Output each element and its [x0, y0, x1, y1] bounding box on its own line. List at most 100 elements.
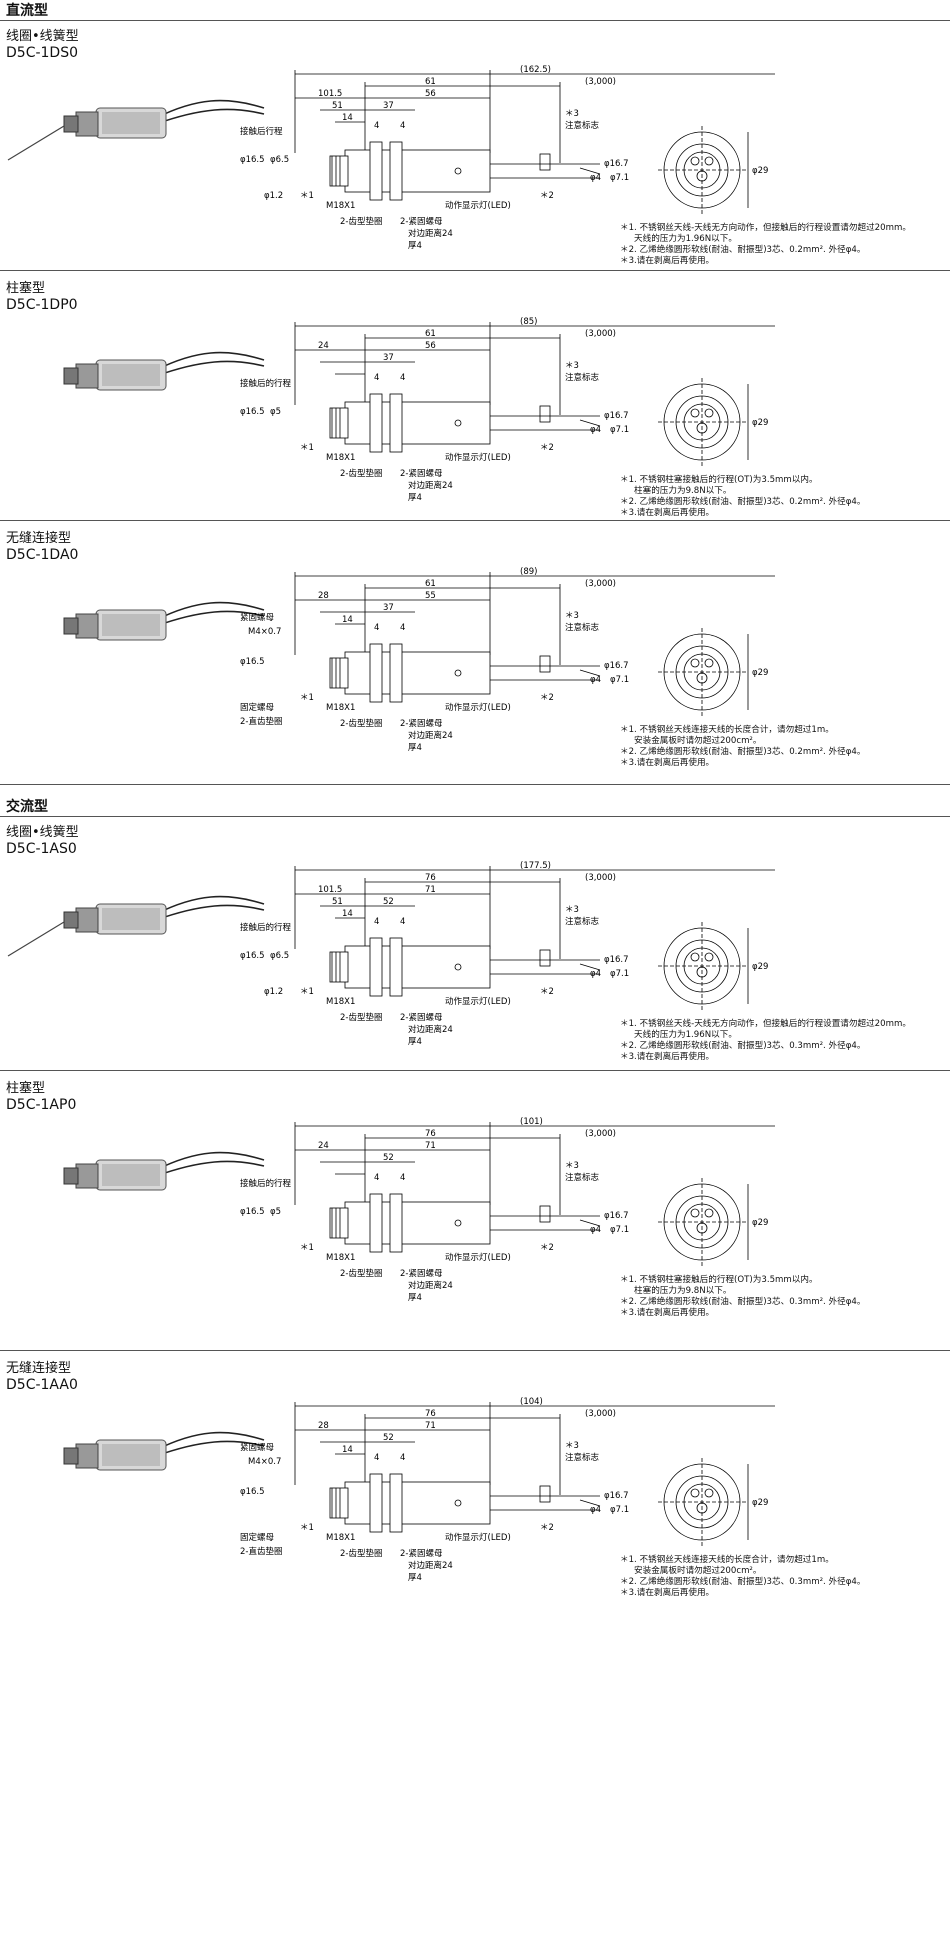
- dim-d4a: 4: [374, 373, 379, 383]
- dim-star3: ＊3: [565, 1161, 579, 1171]
- dim-phi4: φ4: [590, 675, 601, 685]
- dim-overall: (162.5): [520, 65, 551, 75]
- dim-body: 61: [425, 579, 436, 589]
- dim-d37: 52: [383, 897, 394, 907]
- label-thread: M18X1: [326, 997, 355, 1007]
- dim-d4b: 4: [400, 623, 405, 633]
- dim-cable: (3,000): [585, 1129, 616, 1139]
- dim-phi5: φ5: [270, 1207, 281, 1217]
- dim-left: 24: [318, 341, 329, 351]
- note-line: 柱塞的压力为9.8N以下。: [634, 486, 732, 496]
- label-gear-washer: 2-齿型垫圈: [340, 718, 382, 729]
- label-after-contact: 接触后的行程: [240, 378, 292, 389]
- note-line: 天线的压力为1.96N以下。: [634, 1030, 737, 1040]
- dim-overall: (177.5): [520, 861, 551, 871]
- dim-star2: ＊2: [540, 1523, 554, 1533]
- notes-block: ＊1. 不锈钢柱塞接触后的行程(OT)为3.5mm以内。柱塞的压力为9.8N以下…: [620, 1275, 950, 1319]
- dim-phi165: φ16.5: [240, 1207, 265, 1217]
- product-type-name: 柱塞型: [6, 1081, 46, 1096]
- section-heading: 直流型: [6, 3, 48, 19]
- dim-d4b: 4: [400, 917, 405, 927]
- dim-star1: ＊1: [300, 1523, 314, 1533]
- dim-d56: 71: [425, 1421, 436, 1431]
- dim-d4a: 4: [374, 121, 379, 131]
- dim-phi29: φ29: [752, 962, 768, 972]
- product-divider: [0, 520, 950, 521]
- dim-phi165: φ16.5: [240, 951, 265, 961]
- dim-phi29: φ29: [752, 1218, 768, 1228]
- note-line: ＊3.请在剥离后再使用。: [620, 1052, 715, 1062]
- dim-star2: ＊2: [540, 693, 554, 703]
- product-divider: [0, 784, 950, 785]
- dim-body: 61: [425, 77, 436, 87]
- product-title: 柱塞型 D5C-1AP0: [6, 1080, 76, 1114]
- dim-phi5: φ5: [270, 407, 281, 417]
- dim-phi165: φ16.5: [240, 657, 265, 667]
- dim-d37: 37: [383, 353, 394, 363]
- dim-phi29: φ29: [752, 418, 768, 428]
- dimension-drawing: (89) 61 (3,000) 28 55 37 14 4 4 φ16.5 M4…: [240, 567, 775, 753]
- dim-phi167: φ16.7: [604, 1491, 629, 1501]
- dim-star2: ＊2: [540, 1243, 554, 1253]
- dim-d14: 14: [342, 113, 353, 123]
- dim-d56: 56: [425, 89, 436, 99]
- section-rule: [0, 20, 950, 21]
- label-straight-washer: 2-直齿垫圈: [240, 716, 282, 727]
- dim-phi29: φ29: [752, 668, 768, 678]
- dim-star3: ＊3: [565, 1441, 579, 1451]
- dim-d4b: 4: [400, 1173, 405, 1183]
- dim-cable: (3,000): [585, 579, 616, 589]
- notes-block: ＊1. 不锈钢丝天线-天线无方向动作，但接触后的行程设置请勿超过20mm。天线的…: [620, 223, 950, 267]
- dim-phi4: φ4: [590, 969, 601, 979]
- notes-block: ＊1. 不锈钢丝天线连接天线的长度合计，请勿超过1m。安装金属板时请勿超过200…: [620, 1555, 950, 1599]
- label-top-nut: 紧固螺母: [240, 612, 274, 623]
- dim-phi4: φ4: [590, 173, 601, 183]
- dim-d14: 14: [342, 909, 353, 919]
- note-line: ＊2. 乙烯绝缘圆形软线(耐油、耐振型)3芯、0.3mm². 外径φ4。: [620, 1041, 866, 1051]
- dim-star2: ＊2: [540, 191, 554, 201]
- note-line: ＊1. 不锈钢丝天线-天线无方向动作，但接触后的行程设置请勿超过20mm。: [620, 223, 911, 233]
- dim-d4a: 4: [374, 1453, 379, 1463]
- dim-star2: ＊2: [540, 443, 554, 453]
- label-across-flats: 对边距离24: [408, 730, 453, 741]
- note-line: ＊3.请在剥离后再使用。: [620, 256, 715, 266]
- dim-m4: M4×0.7: [248, 627, 281, 637]
- product-title: 线圈•线簧型 D5C-1AS0: [6, 824, 79, 858]
- dim-d14: 14: [342, 615, 353, 625]
- dim-phi12: φ1.2: [264, 987, 283, 997]
- dim-star3: ＊3: [565, 109, 579, 119]
- dim-body: 76: [425, 873, 436, 883]
- product-photo: [63, 601, 265, 641]
- label-across-flats: 对边距离24: [408, 1280, 453, 1291]
- label-caution: 注意标志: [565, 1452, 600, 1463]
- dim-phi165: φ16.5: [240, 155, 265, 165]
- notes-block: ＊1. 不锈钢丝天线-天线无方向动作，但接触后的行程设置请勿超过20mm。天线的…: [620, 1019, 950, 1063]
- label-led: 动作显示灯(LED): [445, 702, 511, 713]
- label-led: 动作显示灯(LED): [445, 200, 511, 211]
- product-type-name: 无缝连接型: [6, 531, 72, 546]
- label-lock-nut: 2-紧固螺母: [400, 468, 442, 479]
- label-top-nut: 紧固螺母: [240, 1442, 274, 1453]
- product-photo: [63, 1431, 265, 1471]
- switch-photo-illustration: [63, 1151, 265, 1191]
- dim-phi167: φ16.7: [604, 955, 629, 965]
- label-led: 动作显示灯(LED): [445, 452, 511, 463]
- note-line: ＊3.请在剥离后再使用。: [620, 1308, 715, 1318]
- dim-d51: 51: [332, 101, 343, 111]
- dimension-drawing: (101) 76 (3,000) 24 71 52 4 4 φ16.5 φ5 φ…: [240, 1117, 775, 1303]
- label-lock-nut: 2-紧固螺母: [400, 1268, 442, 1279]
- section-heading: 交流型: [6, 799, 48, 815]
- dim-d56: 71: [425, 885, 436, 895]
- dim-d4a: 4: [374, 1173, 379, 1183]
- dim-phi4: φ4: [590, 425, 601, 435]
- dim-d14: 14: [342, 1445, 353, 1455]
- product-title: 无缝连接型 D5C-1DA0: [6, 530, 78, 564]
- label-fix-nut: 固定螺母: [240, 1532, 274, 1543]
- label-caution: 注意标志: [565, 1172, 600, 1183]
- dim-phi4: φ4: [590, 1225, 601, 1235]
- product-model: D5C-1DA0: [6, 547, 79, 563]
- switch-photo-illustration: [63, 351, 265, 391]
- note-line: ＊2. 乙烯绝缘圆形软线(耐油、耐振型)3芯、0.3mm². 外径φ4。: [620, 1577, 866, 1587]
- dim-d56: 56: [425, 341, 436, 351]
- label-gear-washer: 2-齿型垫圈: [340, 1268, 382, 1279]
